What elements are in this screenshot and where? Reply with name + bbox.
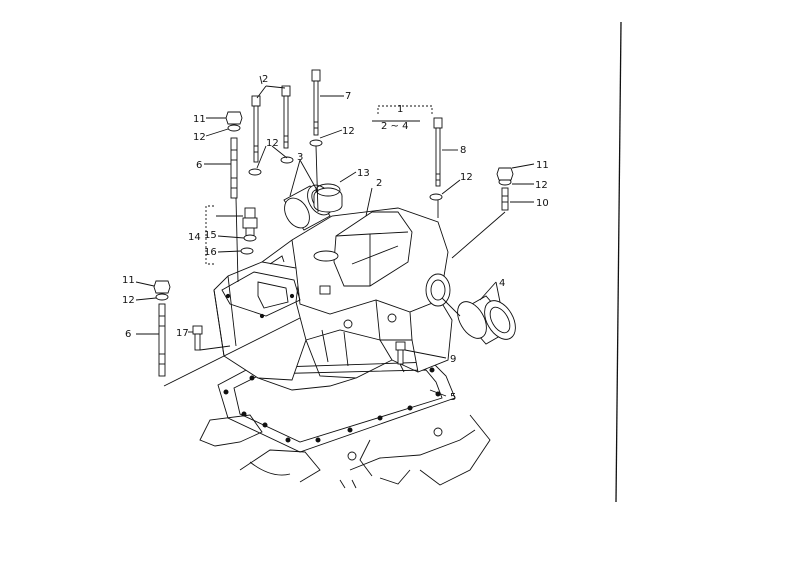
callout-6: 6 xyxy=(125,329,131,340)
fitting-part-14 xyxy=(240,207,258,255)
callout-4: 4 xyxy=(499,278,505,289)
callout-17: 17 xyxy=(176,328,189,339)
bolt-part-7 xyxy=(251,69,321,163)
callout-16: 16 xyxy=(204,247,217,258)
stud-part-10 xyxy=(501,187,509,211)
callout-2: 2 xyxy=(376,178,382,189)
gear-housing-part-2 xyxy=(213,207,453,391)
callout-13: 13 xyxy=(357,168,370,179)
callout-12: 12 xyxy=(535,180,548,191)
callout-10: 10 xyxy=(536,198,549,209)
callout-12: 12 xyxy=(342,126,355,137)
callout-1-range: 2 ~ 4 xyxy=(381,121,408,132)
cap-part-13 xyxy=(313,183,343,213)
callout-12: 12 xyxy=(193,132,206,143)
callout-6: 6 xyxy=(196,160,202,171)
bolt-part-17 xyxy=(192,325,203,351)
callout-3: 3 xyxy=(297,152,303,163)
callout-9: 9 xyxy=(450,354,456,365)
page-border-line xyxy=(615,21,622,503)
callout-8: 8 xyxy=(460,145,466,156)
bolt-part-9 xyxy=(395,341,406,365)
callout-5: 5 xyxy=(450,392,456,403)
callout-12: 12 xyxy=(266,138,279,149)
nut-part-11 xyxy=(153,111,514,294)
callout-2: 2 xyxy=(262,74,268,85)
stud-part-6 xyxy=(158,137,238,377)
callout-1: 1 xyxy=(397,104,403,115)
leader-lines xyxy=(135,75,535,397)
bushing-part-4 xyxy=(457,295,516,345)
washer-part-12 xyxy=(155,124,512,301)
callout-14: 14 xyxy=(188,232,201,243)
callout-7: 7 xyxy=(345,91,351,102)
engine-block-outline xyxy=(199,414,491,489)
callout-11: 11 xyxy=(536,160,549,171)
bolt-part-8 xyxy=(433,117,443,187)
callout-labels: 2 7 1 2 ~ 4 11 12 12 12 8 3 6 11 13 12 2… xyxy=(122,74,549,403)
callout-11: 11 xyxy=(193,114,206,125)
callout-12: 12 xyxy=(122,295,135,306)
callout-12: 12 xyxy=(460,172,473,183)
callout-11: 11 xyxy=(122,275,135,286)
callout-15: 15 xyxy=(204,230,217,241)
